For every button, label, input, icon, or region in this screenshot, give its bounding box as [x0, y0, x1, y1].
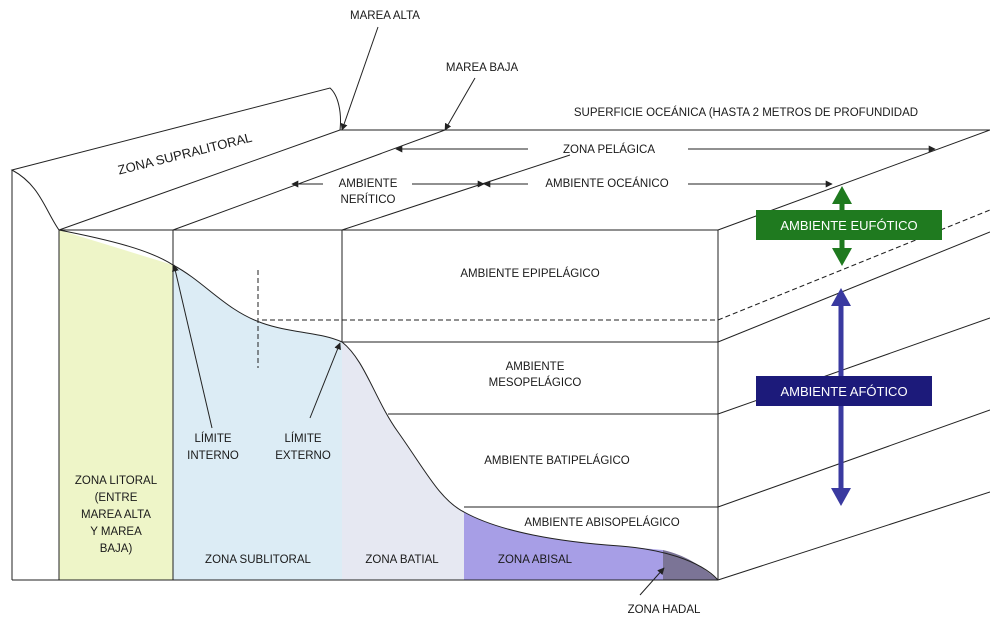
limite-externo-label-1: LÍMITE: [284, 432, 321, 445]
zona-litoral-label-3: MAREA ALTA: [81, 509, 151, 521]
mesopelagico-label-1: AMBIENTE: [506, 361, 565, 373]
limite-interno-label-2: INTERNO: [187, 450, 239, 462]
surface-line-neritic: [341, 154, 571, 231]
ambiente-neritico-label-2: NERÍTICO: [341, 193, 396, 206]
batipelagico-label: AMBIENTE BATIPELÁGICO: [484, 454, 630, 467]
zona-hadal-pointer: [639, 567, 665, 596]
afotico-badge-label: AMBIENTE AFÓTICO: [780, 384, 907, 399]
superficie-label: SUPERFICIE OCEÁNICA (HASTA 2 METROS DE P…: [574, 106, 918, 119]
zona-litoral-fill: [59, 230, 173, 580]
limite-externo-pointer: [309, 342, 341, 419]
zona-sublitoral-label: ZONA SUBLITORAL: [205, 554, 311, 566]
marea-alta-pointer: [340, 26, 379, 131]
mesopelagico-label-2: MESOPELÁGICO: [489, 376, 582, 389]
zona-batial-fill: [342, 342, 464, 580]
zona-supralitoral-label: ZONA SUPRALITORAL: [116, 130, 253, 178]
zona-abisal-label: ZONA ABISAL: [498, 554, 573, 566]
marea-baja-label: MAREA BAJA: [446, 62, 519, 74]
zona-litoral-label-5: BAJA): [100, 543, 133, 555]
marea-baja-pointer: [444, 77, 476, 131]
ambiente-oceanico-label: AMBIENTE OCEÁNICO: [545, 177, 668, 190]
zona-pelagica-label: ZONA PELÁGICA: [563, 143, 655, 156]
limite-externo-label-2: EXTERNO: [275, 450, 331, 462]
eufotico-badge: [756, 210, 942, 240]
limite-interno-pointer: [172, 264, 213, 429]
afotico-badge: [756, 376, 932, 406]
euphotic-limit-side-dashed: [717, 209, 990, 321]
epipelagico-label: AMBIENTE EPIPELÁGICO: [460, 267, 599, 280]
zona-hadal-label: ZONA HADAL: [628, 604, 701, 616]
zona-hadal-fill: [663, 550, 718, 580]
limite-interno-label-1: LÍMITE: [194, 432, 231, 445]
zona-litoral-label-2: (ENTRE: [95, 492, 138, 504]
side-line-1: [717, 231, 990, 343]
zona-sublitoral-fill: [173, 265, 342, 580]
eufotico-badge-label: AMBIENTE EUFÓTICO: [780, 218, 917, 233]
marea-alta-label: MAREA ALTA: [350, 10, 420, 22]
zona-litoral-label-1: ZONA LITORAL: [75, 475, 158, 487]
ambiente-neritico-label-1: AMBIENTE: [339, 178, 398, 190]
zona-batial-label: ZONA BATIAL: [365, 554, 439, 566]
side-line-3: [717, 409, 990, 508]
side-line-4: [717, 491, 990, 581]
seafloor-profile: [58, 229, 719, 581]
abisopelagico-label: AMBIENTE ABISOPELÁGICO: [524, 516, 679, 529]
zona-abisal-fill: [464, 512, 663, 580]
zona-litoral-label-4: Y MAREA: [90, 526, 142, 538]
